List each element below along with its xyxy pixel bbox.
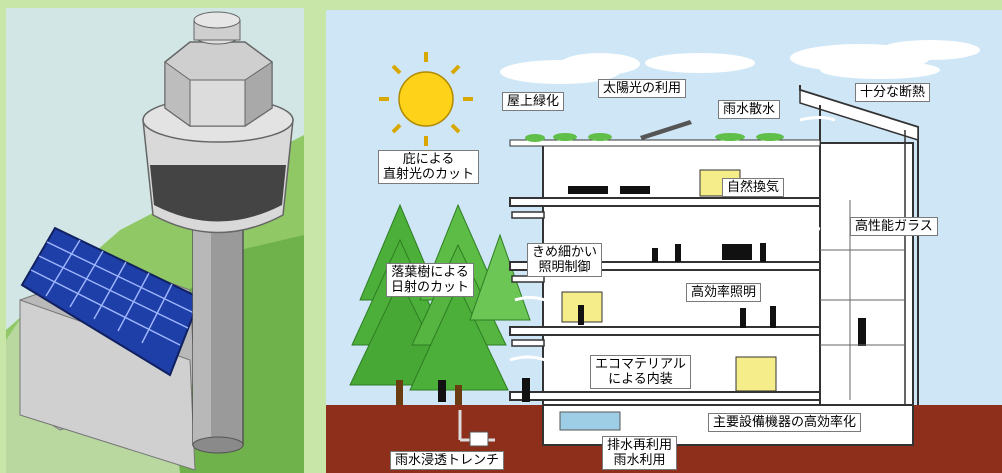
airflow-arrows: [509, 116, 836, 362]
vent-tower-icon: [142, 11, 294, 454]
label-rain-sprinkling: 雨水散水: [718, 100, 781, 119]
sun-icon: [379, 52, 473, 146]
label-rain-infiltration-trench: 雨水浸透トレンチ: [390, 451, 505, 470]
left-panel: [6, 8, 304, 473]
label-natural-ventilation: 自然換気: [722, 178, 785, 197]
label-high-efficiency-lighting: 高効率照明: [686, 283, 762, 302]
label-fine-lighting-control: きめ細かい 照明制御: [527, 243, 603, 277]
solar-panel-icon: [20, 226, 202, 377]
clouds: [500, 40, 980, 84]
label-sufficient-insulation: 十分な断熱: [855, 83, 931, 102]
label-wastewater-reuse: 排水再利用 雨水利用: [602, 436, 678, 470]
label-high-performance-glass: 高性能ガラス: [850, 217, 938, 236]
label-solar-use: 太陽光の利用: [598, 79, 687, 98]
label-equipment-high-efficiency: 主要設備機器の高効率化: [708, 413, 862, 432]
label-deciduous-trees-sun-cut: 落葉樹による 日射のカット: [386, 263, 475, 297]
label-eaves-direct-sun-cut: 庇による 直射光のカット: [378, 150, 480, 184]
label-rooftop-greening: 屋上緑化: [502, 92, 565, 111]
label-eco-material-interior: エコマテリアル による内装: [590, 355, 691, 389]
